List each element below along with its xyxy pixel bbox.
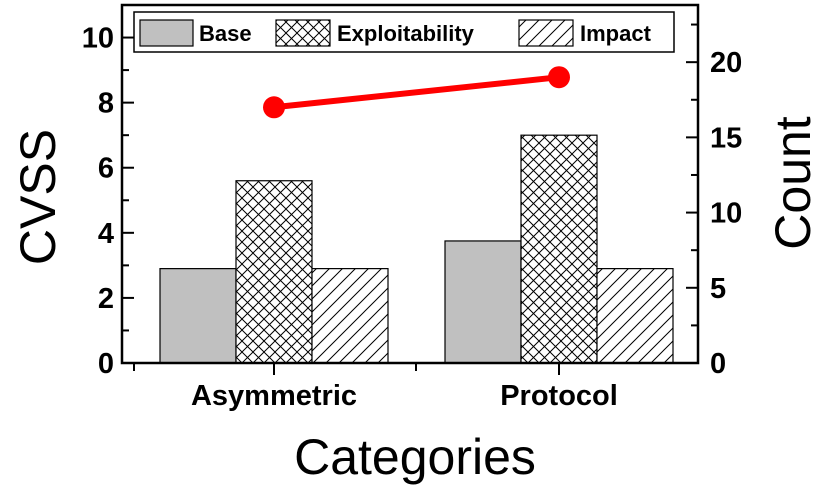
x-tick-label-asymmetric: Asymmetric bbox=[191, 380, 357, 412]
y-tick-label: 2 bbox=[98, 283, 114, 315]
count-point-protocol bbox=[548, 66, 570, 89]
x-tick-label-protocol: Protocol bbox=[500, 380, 618, 412]
count-point-asymmetric bbox=[263, 96, 285, 119]
y2-tick-label: 0 bbox=[710, 348, 726, 380]
legend-box bbox=[133, 11, 675, 53]
legend: Base Exploitability Impact bbox=[133, 11, 675, 53]
legend-swatch-base bbox=[139, 19, 194, 47]
bar-impact-asymmetric bbox=[311, 268, 389, 364]
legend-label-exploitability: Exploitability bbox=[337, 21, 475, 46]
count-line bbox=[273, 74, 560, 111]
legend-swatch-impact bbox=[518, 19, 574, 47]
y-tick-label: 8 bbox=[98, 88, 114, 120]
bars-layer bbox=[159, 134, 674, 364]
bar-exploitability-protocol bbox=[520, 134, 598, 364]
y2-tick-label: 5 bbox=[710, 273, 726, 305]
y2-axis-title: Count bbox=[765, 116, 821, 250]
y2-tick-label: 10 bbox=[710, 198, 742, 230]
y2-tick-label: 20 bbox=[710, 47, 742, 79]
y-tick-label: 10 bbox=[82, 23, 114, 55]
legend-swatch-exploitability bbox=[275, 19, 331, 47]
y-axis-title: CVSS bbox=[10, 129, 66, 265]
y-tick-label: 4 bbox=[98, 218, 114, 250]
legend-label-impact: Impact bbox=[580, 21, 652, 46]
x-axis-title: Categories bbox=[294, 429, 536, 485]
y-tick-label: 0 bbox=[98, 348, 114, 380]
bar-base-protocol bbox=[444, 240, 522, 364]
line-layer bbox=[263, 66, 570, 119]
bar-base-asymmetric bbox=[159, 268, 237, 364]
bar-exploitability-asymmetric bbox=[235, 180, 313, 364]
y2-tick-label: 15 bbox=[710, 122, 742, 154]
legend-label-base: Base bbox=[199, 21, 252, 46]
plot-frame bbox=[120, 3, 700, 365]
bar-impact-protocol bbox=[596, 268, 674, 364]
y-tick-label: 6 bbox=[98, 153, 114, 185]
